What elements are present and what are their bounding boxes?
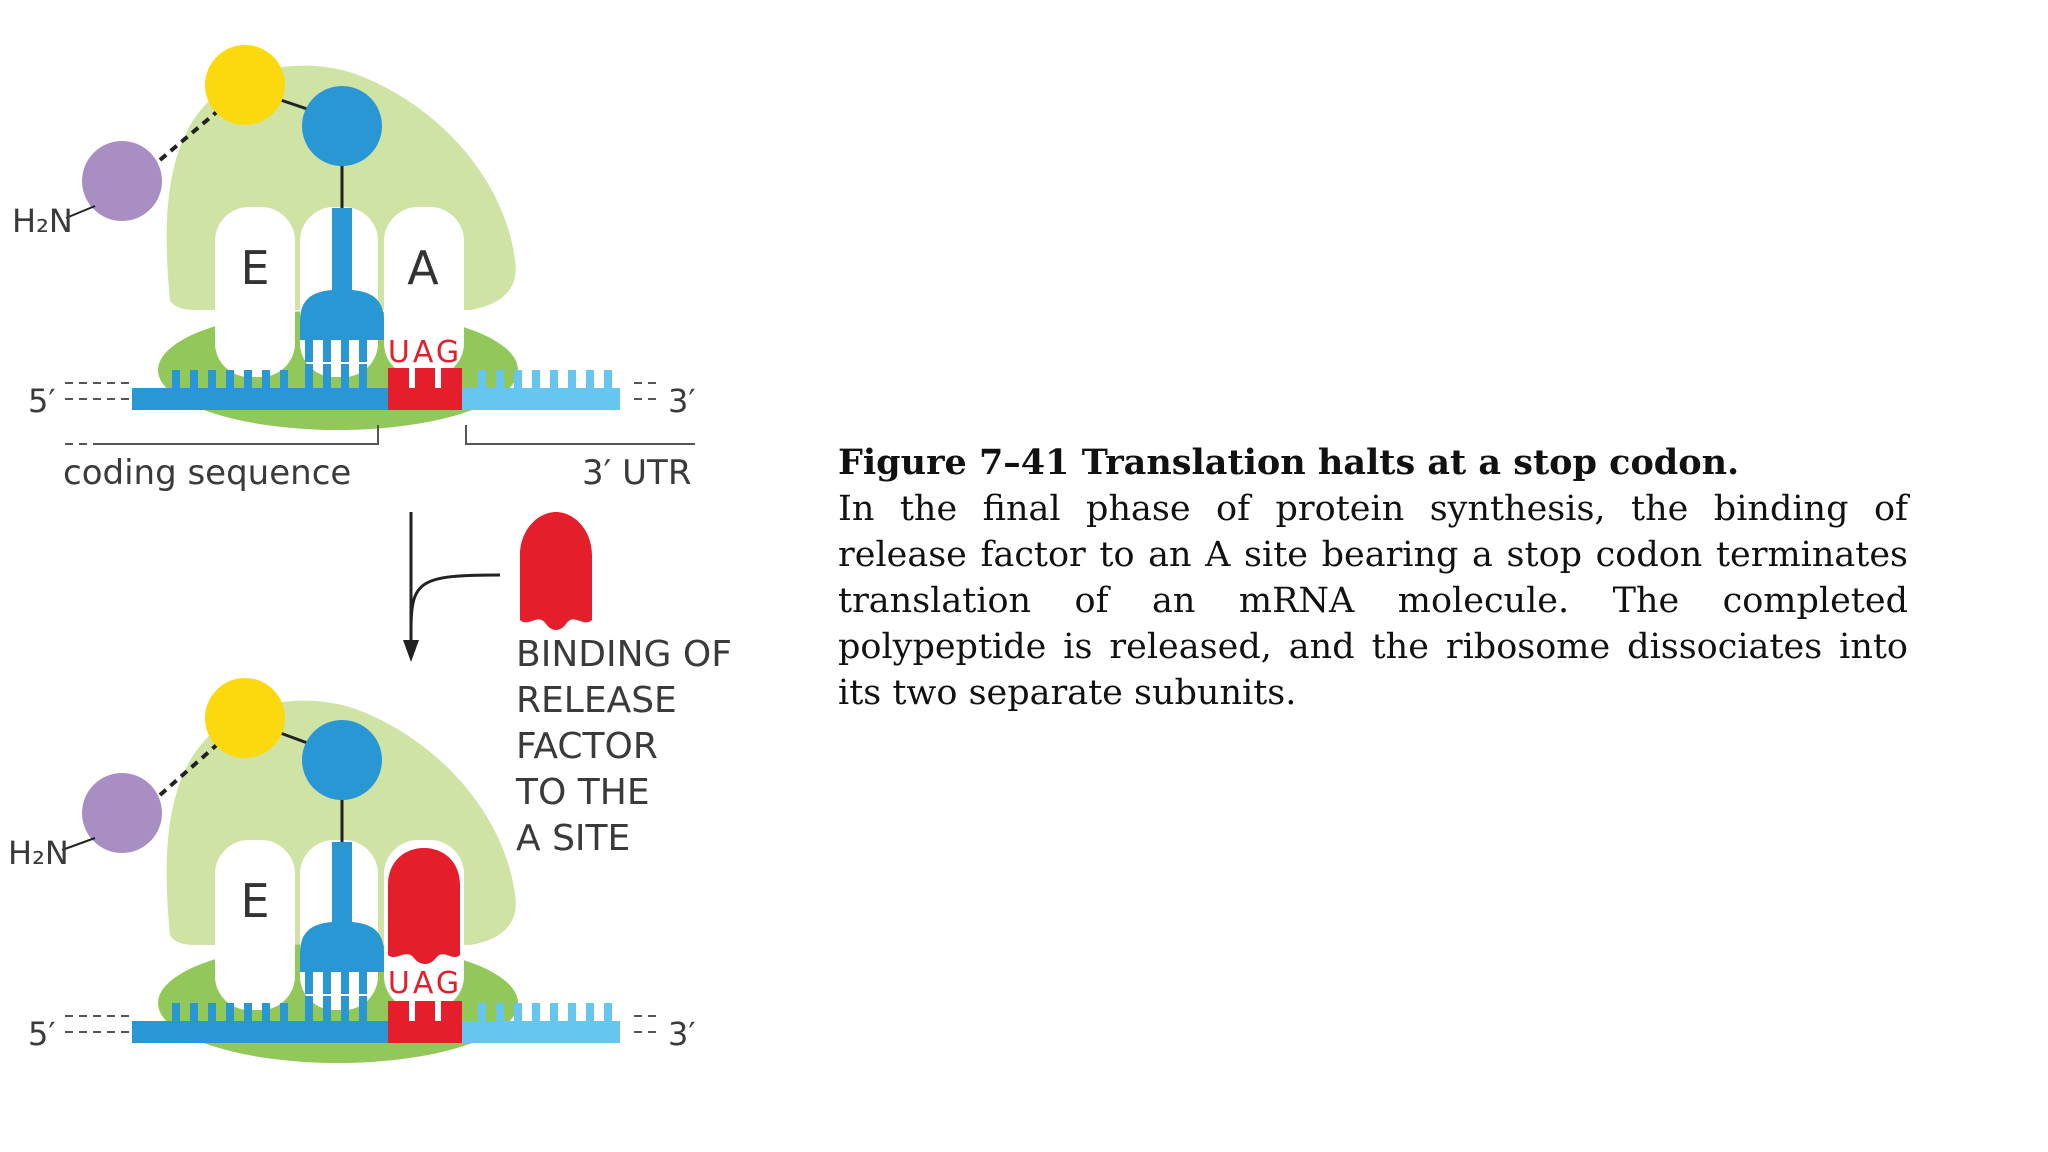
ribosome-with-release-factor: E H₂N (8, 678, 696, 1063)
stop-codon-bases (388, 1001, 462, 1043)
a-site-label: A (407, 241, 439, 295)
amino-terminus-label: H₂N (12, 202, 73, 240)
step-label-line-4: TO THE (515, 772, 650, 813)
amino-acid-purple (82, 773, 162, 853)
amino-acid-yellow (205, 45, 285, 125)
stop-codon-bases (388, 368, 462, 410)
three-prime-label: 3′ (668, 382, 696, 420)
translation-termination-diagram: E A H₂N (8, 45, 732, 1063)
release-factor-icon (520, 512, 592, 630)
a-site (384, 207, 464, 377)
mrna-strand (65, 364, 662, 410)
mrna-coding-region (132, 388, 462, 410)
step-label-line-1: BINDING OF (516, 634, 732, 675)
stop-codon-label: UAG (388, 335, 462, 370)
figure-caption: Figure 7–41 Translation halts at a stop … (838, 440, 1908, 716)
step-label-line-2: RELEASE (516, 680, 677, 721)
e-site (215, 207, 295, 377)
step-label: BINDING OF RELEASE FACTOR TO THE A SITE (515, 634, 732, 859)
three-prime-label: 3′ (668, 1015, 696, 1053)
polypeptide-chain (61, 678, 382, 853)
amino-acid-yellow (205, 678, 285, 758)
caption-body: In the final phase of protein synthesis,… (838, 489, 1908, 713)
mrna-utr-region (462, 1021, 620, 1043)
mrna-strand (65, 996, 662, 1043)
amino-acid-blue (302, 720, 382, 800)
e-site-label: E (240, 874, 269, 928)
region-brackets (65, 425, 695, 445)
amino-acid-purple (82, 141, 162, 221)
stop-codon-label: UAG (388, 966, 462, 1001)
bound-release-factor (388, 848, 460, 964)
utr-label: 3′ UTR (582, 453, 691, 493)
e-site-label: E (240, 241, 269, 295)
amino-acid-blue (302, 86, 382, 166)
step-label-line-3: FACTOR (516, 726, 658, 767)
reaction-arrow (403, 512, 501, 662)
ribosome-before-release: E A H₂N (12, 45, 696, 493)
step-label-line-5: A SITE (516, 818, 630, 859)
amino-terminus-label: H₂N (8, 834, 69, 872)
mrna-coding-region (132, 1021, 462, 1043)
five-prime-label: 5′ (28, 382, 56, 420)
polypeptide-chain (65, 45, 382, 221)
e-site (215, 840, 295, 1010)
mrna-utr-region (462, 388, 620, 410)
coding-sequence-label: coding sequence (63, 453, 351, 493)
caption-title: Figure 7–41 Translation halts at a stop … (838, 442, 1740, 483)
five-prime-label: 5′ (28, 1015, 56, 1053)
